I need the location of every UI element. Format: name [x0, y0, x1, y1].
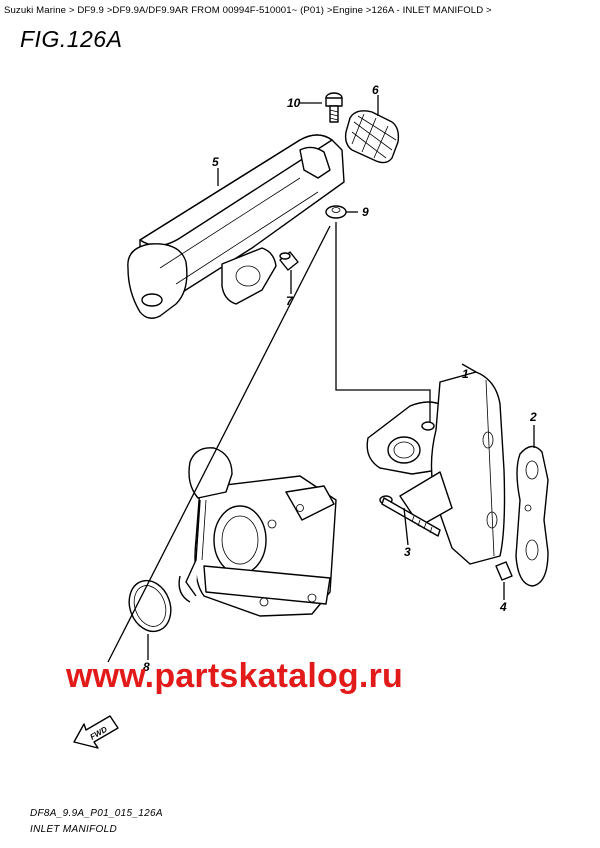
callout-5[interactable]: 5: [212, 155, 219, 169]
callout-3[interactable]: 3: [404, 545, 411, 559]
breadcrumb[interactable]: Suzuki Marine > DF9.9 >DF9.9A/DF9.9AR FR…: [4, 5, 492, 16]
callout-1[interactable]: 1: [462, 367, 469, 381]
part-6-filter-element[interactable]: [344, 110, 400, 164]
part-5-intake-silencer[interactable]: [127, 134, 345, 319]
figure-title: FIG.126A: [20, 26, 123, 52]
fwd-arrow-icon: FWD: [73, 715, 119, 749]
footer-code: DF8A_9.9A_P01_015_126A: [30, 808, 163, 819]
callout-10[interactable]: 10: [287, 96, 301, 110]
part-8-o-ring[interactable]: [122, 575, 177, 638]
carburetor-assembly: [178, 447, 337, 617]
part-4-pin[interactable]: [495, 561, 513, 581]
part-7-pin[interactable]: [279, 251, 299, 271]
callout-2[interactable]: 2: [529, 410, 537, 424]
part-1-inlet-manifold[interactable]: [366, 371, 506, 565]
callout-8[interactable]: 8: [143, 660, 150, 674]
watermark: www.partskatalog.ru: [66, 657, 403, 695]
part-10-bolt[interactable]: [325, 92, 343, 123]
part-9-collar[interactable]: [325, 205, 347, 219]
leader-lines: [107, 95, 535, 663]
footer-name: INLET MANIFOLD: [30, 824, 117, 835]
part-2-gasket[interactable]: [515, 445, 549, 587]
callout-6[interactable]: 6: [372, 83, 379, 97]
callout-4[interactable]: 4: [499, 600, 507, 614]
callout-7[interactable]: 7: [286, 294, 294, 308]
callout-9[interactable]: 9: [362, 205, 369, 219]
part-3-stud-bolt[interactable]: [379, 495, 441, 537]
